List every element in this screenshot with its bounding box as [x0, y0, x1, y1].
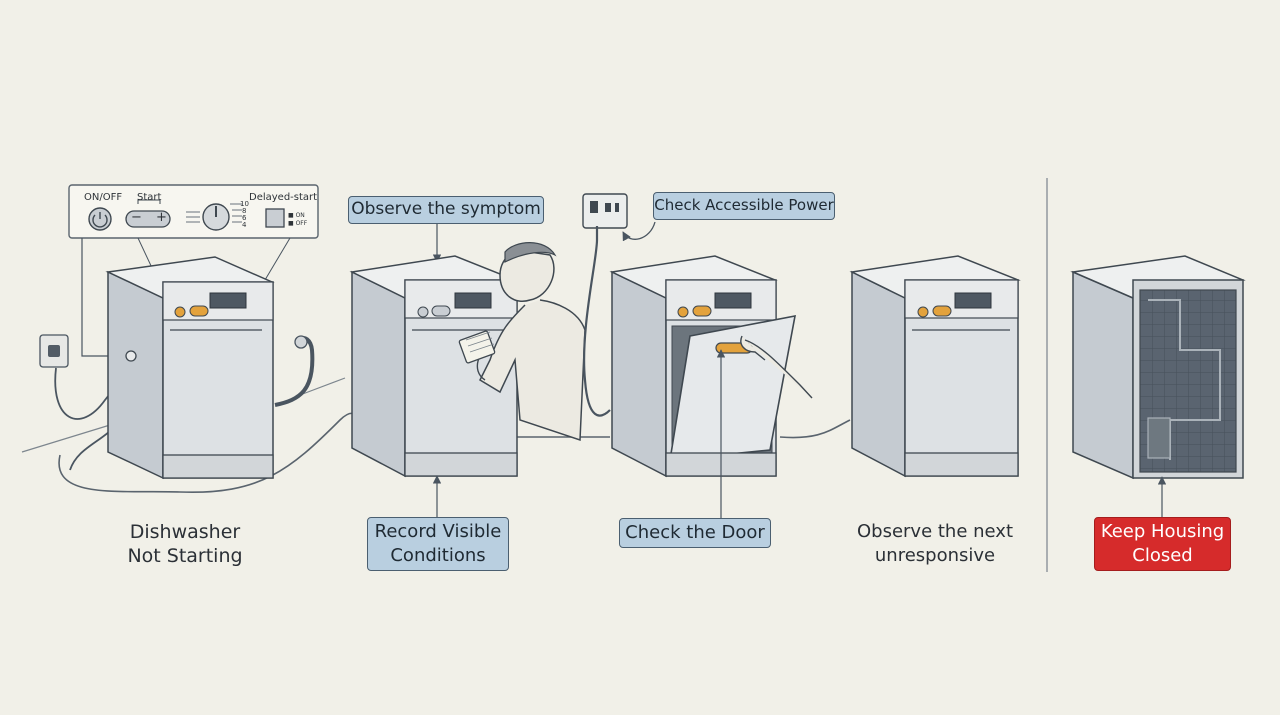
- floor-line: [21, 377, 346, 453]
- dishwasher-1: [105, 256, 275, 480]
- delay-legend-on: ■ ON: [288, 212, 305, 219]
- power-cord: [583, 226, 611, 417]
- dial-scale-2: 8: [242, 207, 247, 215]
- cable-plug-icon: [125, 350, 137, 362]
- step-record-conditions: Record Visible Conditions: [367, 517, 509, 571]
- on-off-label: ON/OFF: [84, 192, 123, 203]
- step-dishwasher-not-starting: Dishwasher Not Starting: [127, 521, 243, 567]
- technician-figure: [458, 242, 586, 442]
- warning-keep-housing-closed: Keep Housing Closed: [1094, 517, 1231, 571]
- power-socket-icon: [582, 193, 628, 229]
- water-hose: [274, 336, 315, 407]
- delay-indicator-icon: [265, 208, 285, 228]
- delay-legend-off: ■ OFF: [288, 220, 308, 227]
- step-check-door: Check the Door: [619, 518, 771, 548]
- control-panel-callout: [68, 184, 319, 239]
- step-check-power: Check Accessible Power: [653, 192, 835, 220]
- plus-label: +: [156, 210, 167, 225]
- start-rocker-icon: [125, 210, 171, 228]
- dishwasher-4: [849, 255, 1021, 478]
- dishwasher-3: [609, 255, 797, 478]
- dial-scale-1: 10: [240, 200, 249, 208]
- start-label: Start: [137, 192, 162, 203]
- step-observe-next: Observe the next unresponsive: [856, 521, 1014, 566]
- hand-icon: [740, 335, 813, 399]
- step-observe-symptom: Observe the symptom: [348, 196, 544, 224]
- dishwasher-housing: [1070, 255, 1246, 480]
- dial-scale-4: 4: [242, 221, 247, 229]
- wall-socket-icon: [39, 334, 69, 368]
- dial-scale-3: 6: [242, 214, 247, 222]
- delayed-start-label: Delayed-start: [249, 192, 318, 203]
- minus-label: −: [131, 210, 142, 225]
